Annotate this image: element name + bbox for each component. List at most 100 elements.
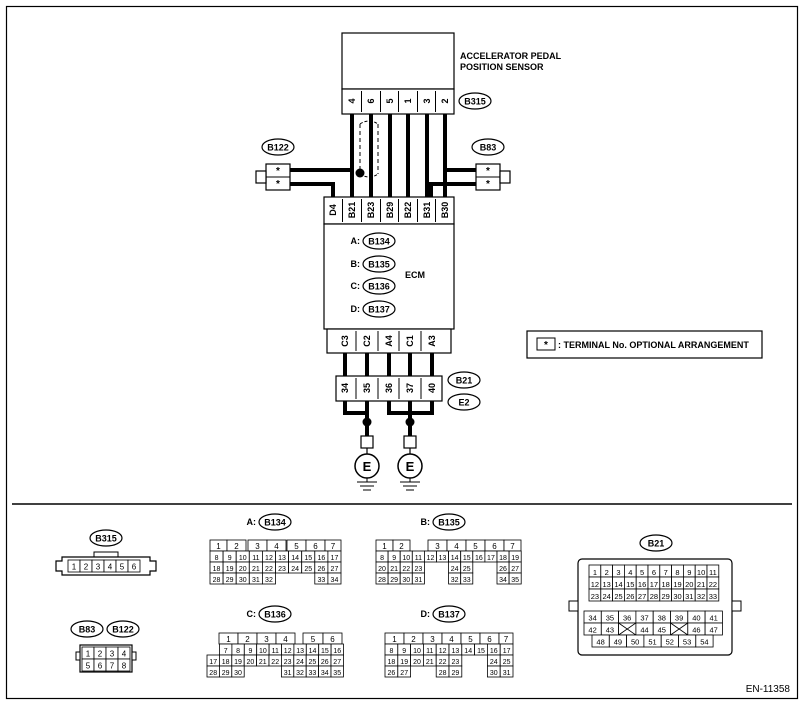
- b136-view-pin: 13: [296, 648, 304, 655]
- b21-view-pin: 11: [709, 568, 717, 577]
- b137-view-tag: [432, 605, 466, 623]
- b21-view-pin: 24: [603, 592, 611, 601]
- b315-view-pin: 6: [132, 563, 137, 572]
- b134-view-cell: [261, 572, 276, 585]
- b135-view-pin: 5: [473, 542, 478, 551]
- ecm-connector-tag: [362, 277, 396, 295]
- b137-view-pin: 21: [426, 659, 434, 666]
- b21-view-pin: 26: [626, 592, 634, 601]
- b135-view-pin: 17: [487, 555, 495, 562]
- b134-view-pin: 27: [331, 566, 339, 573]
- b136-view-tag: [258, 605, 292, 623]
- b83-pin2: *: [486, 179, 490, 190]
- ground-pin-label: 34: [340, 383, 350, 393]
- ecm-top-connector: [323, 196, 455, 225]
- b135-view-pin: 9: [392, 555, 396, 562]
- b135-view-pin: 10: [402, 555, 410, 562]
- b135-view-pin: 20: [378, 566, 386, 573]
- b137-view-pin: 7: [504, 635, 509, 644]
- b134-view-pin: 29: [226, 577, 234, 584]
- sensor-body: [341, 32, 455, 90]
- sensor-pin-label: 2: [440, 98, 450, 103]
- b21-view-pin: 7: [664, 568, 668, 577]
- b21-view-pin: 16: [638, 580, 646, 589]
- b21-view-pin: 9: [687, 568, 691, 577]
- b122-pin2: *: [276, 179, 280, 190]
- b135-view-pin: 15: [463, 555, 471, 562]
- b135-view-pin: 16: [475, 555, 483, 562]
- b122-view-tag: [106, 620, 140, 638]
- b137-view-pin: 18: [388, 659, 396, 666]
- b122-connector: * * B122: [255, 138, 295, 191]
- ecm-bottom-pin-label: A3: [427, 335, 437, 347]
- b315-connector-tag: B315: [458, 92, 492, 110]
- b136-view-pin: 30: [234, 670, 242, 677]
- b136-view-pin: 31: [284, 670, 292, 677]
- ecm-connector-letter: C:: [351, 281, 361, 291]
- b137-view-pin: 30: [490, 670, 498, 677]
- b21-view-pin: 39: [675, 614, 683, 623]
- b134-view-pin: 8: [215, 555, 219, 562]
- b135-view-pin: 25: [463, 566, 471, 573]
- b83-b122-view-pin: 2: [98, 650, 103, 659]
- b137-view-pin: 14: [464, 648, 472, 655]
- b21-view-pin: 28: [650, 592, 658, 601]
- b137-view-pin: 24: [490, 659, 498, 666]
- b83-view-tag-text: B83: [79, 625, 96, 635]
- b21-view-pin: 38: [658, 614, 666, 623]
- ecm-bottom-connector: [326, 328, 452, 354]
- sensor-pin-label: 4: [347, 98, 357, 103]
- b135-view-pin: 12: [427, 555, 435, 562]
- b21-view-pin: 43: [606, 626, 614, 635]
- b21-view-pin: 10: [697, 568, 705, 577]
- b136-view-pin: 35: [333, 670, 341, 677]
- b21-view-blank: [670, 622, 689, 636]
- ecm-connector-tag: [362, 232, 396, 250]
- b134-view-pin: 32: [265, 577, 273, 584]
- b21-tag-text: B21: [456, 376, 473, 386]
- b135-view-pin: 4: [454, 542, 459, 551]
- b136-view-letter: C:: [247, 609, 257, 619]
- b83-b122-view-pin: 4: [122, 650, 127, 659]
- b21-view-pin: 8: [675, 568, 679, 577]
- b137-view-pin: 16: [490, 648, 498, 655]
- b136-view-pin: 7: [224, 648, 228, 655]
- sensor-pin-label: 6: [366, 98, 376, 103]
- b21-view-pin: 20: [685, 580, 693, 589]
- ecm-bottom-pin-label: A4: [384, 335, 394, 347]
- b136-view-cell: [231, 665, 245, 678]
- b134-view-pin: 14: [291, 555, 299, 562]
- b134-view-pin: 19: [226, 566, 234, 573]
- shield-junction: [355, 168, 365, 178]
- ecm-connector-letter: D:: [351, 304, 361, 314]
- ecm-bottom-pin-label: C3: [340, 335, 350, 347]
- ground-pin-label: 35: [362, 383, 372, 393]
- b83-connector: * * B83: [471, 138, 511, 191]
- b21-view-pin: 51: [648, 638, 656, 647]
- b134-view-pin: 18: [213, 566, 221, 573]
- b134-view-pin: 23: [278, 566, 286, 573]
- b136-view-pin: 24: [296, 659, 304, 666]
- b21-view-blank: [618, 622, 637, 636]
- ground-pin-label: 36: [384, 383, 394, 393]
- b134-view-cell: [327, 572, 342, 585]
- b21-view-pin: 40: [692, 614, 700, 623]
- b137-view-pin: 5: [468, 635, 473, 644]
- b21-view-pin: 47: [710, 626, 718, 635]
- b21-view-tag-text: B21: [648, 539, 665, 549]
- b315-view-pin: 3: [96, 563, 101, 572]
- legend-box: * : TERMINAL No. OPTIONAL ARRANGEMENT: [526, 330, 763, 359]
- b134-view-pin: 4: [274, 542, 279, 551]
- b137-view-pin: 15: [477, 648, 485, 655]
- b137-view-pin: 9: [402, 648, 406, 655]
